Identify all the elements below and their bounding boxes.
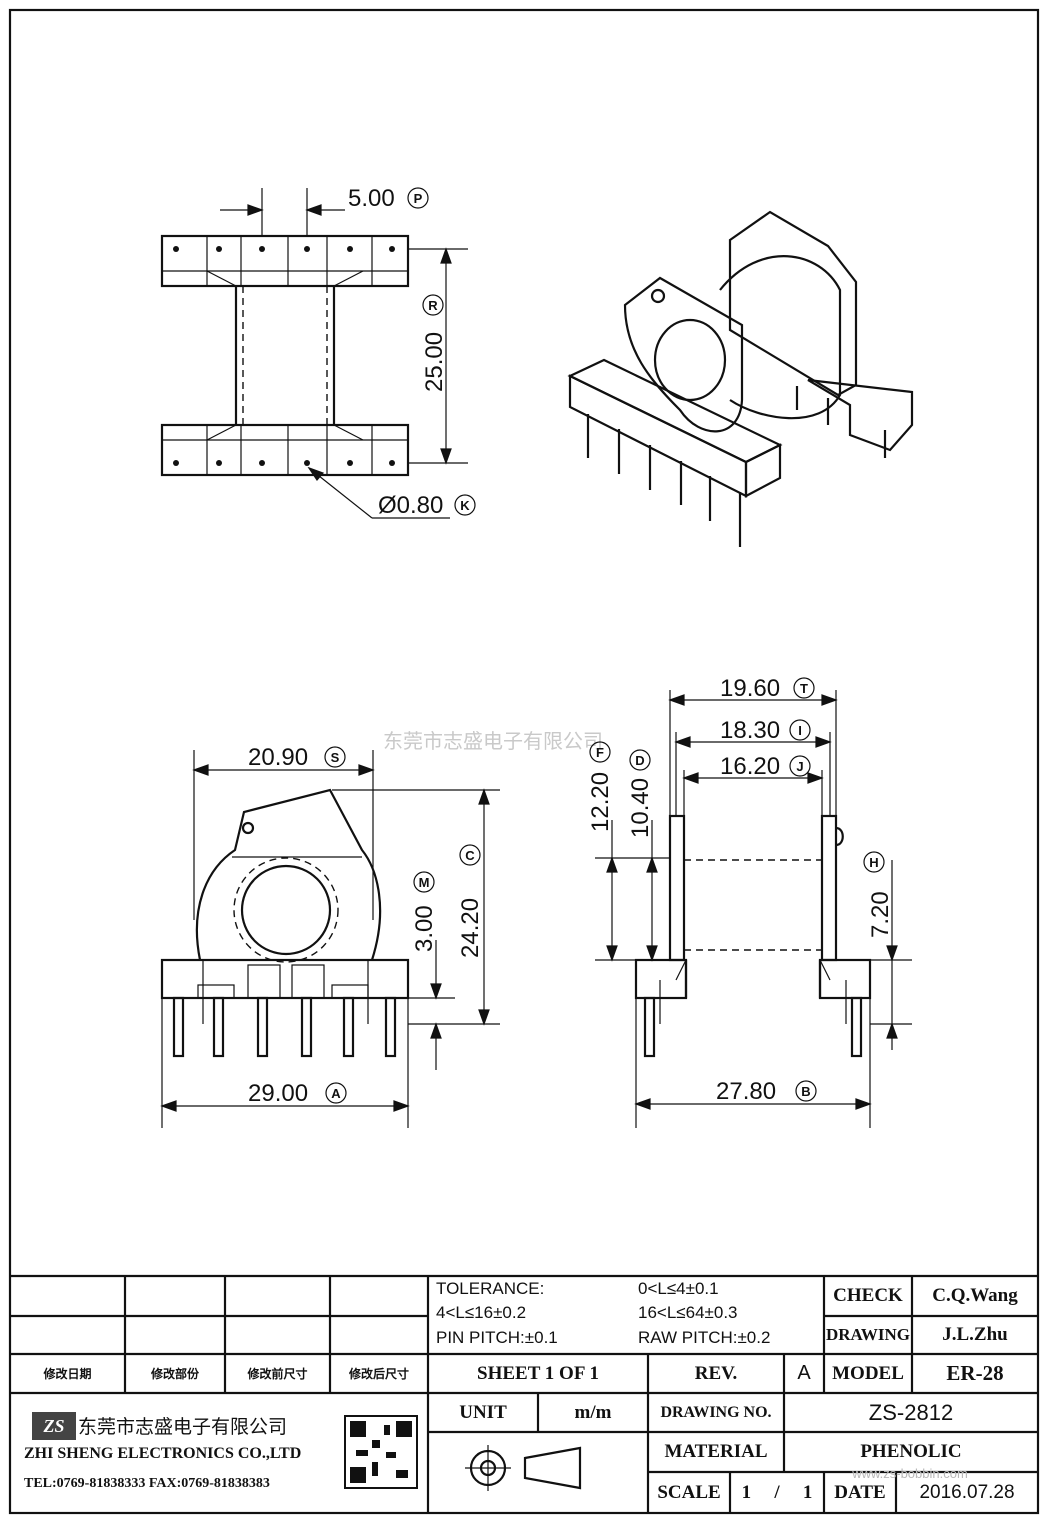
- scale-value: 1 / 1: [730, 1472, 824, 1513]
- ref-label-h: H: [869, 855, 878, 870]
- scale-separator: /: [774, 1481, 780, 1503]
- top-view-hole-leader: [307, 466, 450, 519]
- top-view-pin-divisions: [162, 236, 408, 475]
- dim-top-span: 25.00: [421, 332, 448, 392]
- date-label: DATE: [834, 1481, 886, 1503]
- dim-front-base-width: 29.00: [248, 1080, 308, 1107]
- dim-front-standoff: 3.00: [411, 905, 438, 952]
- pin-pitch-tolerance: PIN PITCH:±0.1: [436, 1328, 558, 1347]
- dim-side-j: 16.20: [720, 753, 780, 780]
- tolerance-range-2: 4<L≤16±0.2: [436, 1303, 527, 1322]
- drawing-label: DRAWING: [825, 1325, 911, 1344]
- top-view-pitch-dimension: [220, 188, 345, 236]
- front-view-core-hidden: [233, 857, 339, 963]
- top-view-upper-flange: [160, 234, 410, 288]
- ref-label-p: P: [414, 191, 423, 206]
- top-view-span-dimension: [408, 247, 468, 465]
- dim-front-flange-width: 20.90: [248, 744, 308, 771]
- projection-symbol-icon: [465, 1445, 582, 1491]
- dim-side-h: 7.20: [867, 891, 894, 938]
- date-value: 2016.07.28: [919, 1481, 1015, 1503]
- rev-label: REV.: [694, 1362, 738, 1384]
- scale-label: SCALE: [657, 1481, 721, 1503]
- dim-side-i: 18.30: [720, 717, 780, 744]
- iso-pins: [586, 386, 887, 547]
- raw-pitch-tolerance: RAW PITCH:±0.2: [638, 1328, 771, 1347]
- tolerance-range-3: 16<L≤64±0.3: [638, 1303, 738, 1322]
- company-name-cn: 东莞市志盛电子有限公司: [78, 1415, 288, 1438]
- watermark: 东莞市志盛电子有限公司: [383, 729, 603, 753]
- top-view-lower-flange: [160, 423, 410, 477]
- ref-circle-r: [422, 294, 444, 316]
- scale-numerator: 1: [741, 1481, 752, 1503]
- dim-side-d: 10.40: [627, 778, 654, 838]
- material-value: PHENOLIC: [860, 1441, 962, 1462]
- rev-col-date: 修改日期: [43, 1367, 92, 1381]
- drawing-no-value: ZS-2812: [868, 1399, 954, 1425]
- sheet-border: [8, 8, 1040, 1515]
- ref-circle-p: [407, 187, 429, 209]
- dim-side-base-width: 27.80: [716, 1078, 776, 1105]
- rev-col-part: 修改部份: [150, 1367, 199, 1381]
- tolerance-label: TOLERANCE:: [436, 1279, 545, 1298]
- ref-label-k: K: [460, 498, 470, 513]
- ref-label-j: J: [796, 759, 803, 774]
- ref-label-s: S: [331, 750, 340, 765]
- company-name-en: ZHI SHENG ELECTRONICS CO.,LTD: [24, 1445, 302, 1462]
- logo-text: ZS: [43, 1415, 65, 1436]
- rev-value: A: [797, 1362, 811, 1384]
- tolerance-range-1: 0<L≤4±0.1: [638, 1279, 719, 1298]
- sheet-count: SHEET 1 OF 1: [477, 1362, 599, 1384]
- ref-label-f: F: [596, 745, 604, 760]
- title-block-grid: [10, 1274, 1038, 1513]
- company-contact: TEL:0769-81838333 FAX:0769-81838383: [24, 1476, 270, 1491]
- dim-side-t: 19.60: [720, 675, 780, 702]
- isometric-view: [567, 210, 914, 547]
- ref-label-a: A: [331, 1086, 341, 1101]
- ref-label-b: B: [801, 1084, 810, 1099]
- rev-col-before: 修改前尺寸: [247, 1367, 308, 1381]
- website-watermark: www.zs-bobbin.com: [852, 1465, 968, 1481]
- drawing-no-label: DRAWING NO.: [660, 1403, 772, 1421]
- dim-top-pitch: 5.00: [348, 185, 395, 212]
- unit-value: m/m: [574, 1401, 612, 1423]
- top-view: 5.00 P 25.00 R Ø0.80 K: [160, 185, 476, 519]
- side-view: 19.60 T 18.30 I 16.20 J 12.20: [587, 675, 912, 1128]
- ref-label-m: M: [419, 875, 430, 890]
- ref-label-i: I: [798, 723, 802, 738]
- front-view-pins: [172, 996, 397, 1058]
- unit-label: UNIT: [459, 1401, 507, 1423]
- dim-front-height: 24.20: [457, 898, 484, 958]
- front-view-core-hole: [240, 864, 332, 956]
- check-value: C.Q.Wang: [932, 1285, 1018, 1306]
- ref-label-c: C: [465, 848, 475, 863]
- dim-hole-diameter: Ø0.80: [378, 492, 443, 519]
- model-value: ER-28: [946, 1361, 1004, 1385]
- company-logo-icon: [32, 1412, 76, 1440]
- dim-side-f: 12.20: [587, 772, 614, 832]
- title-block: 修改日期 修改部份 修改前尺寸 修改后尺寸 TOLERANCE: 0<L≤4±0…: [10, 1276, 1038, 1513]
- ref-label-t: T: [800, 681, 808, 696]
- rev-col-after: 修改后尺寸: [348, 1367, 409, 1381]
- top-view-pin-holes: [173, 246, 395, 466]
- front-view: 20.90 S 24.20 C 3.00 M 29.00: [160, 744, 500, 1128]
- ref-circle-k: [454, 494, 476, 516]
- drawing-value: J.L.Zhu: [942, 1324, 1008, 1345]
- model-label: MODEL: [832, 1362, 904, 1384]
- ref-label-d: D: [635, 753, 644, 768]
- check-label: CHECK: [833, 1285, 903, 1306]
- material-label: MATERIAL: [664, 1441, 768, 1462]
- ref-label-r: R: [428, 298, 438, 313]
- top-view-chamfers: [206, 270, 364, 441]
- scale-denominator: 1: [802, 1481, 813, 1503]
- qr-code-icon: [344, 1415, 418, 1489]
